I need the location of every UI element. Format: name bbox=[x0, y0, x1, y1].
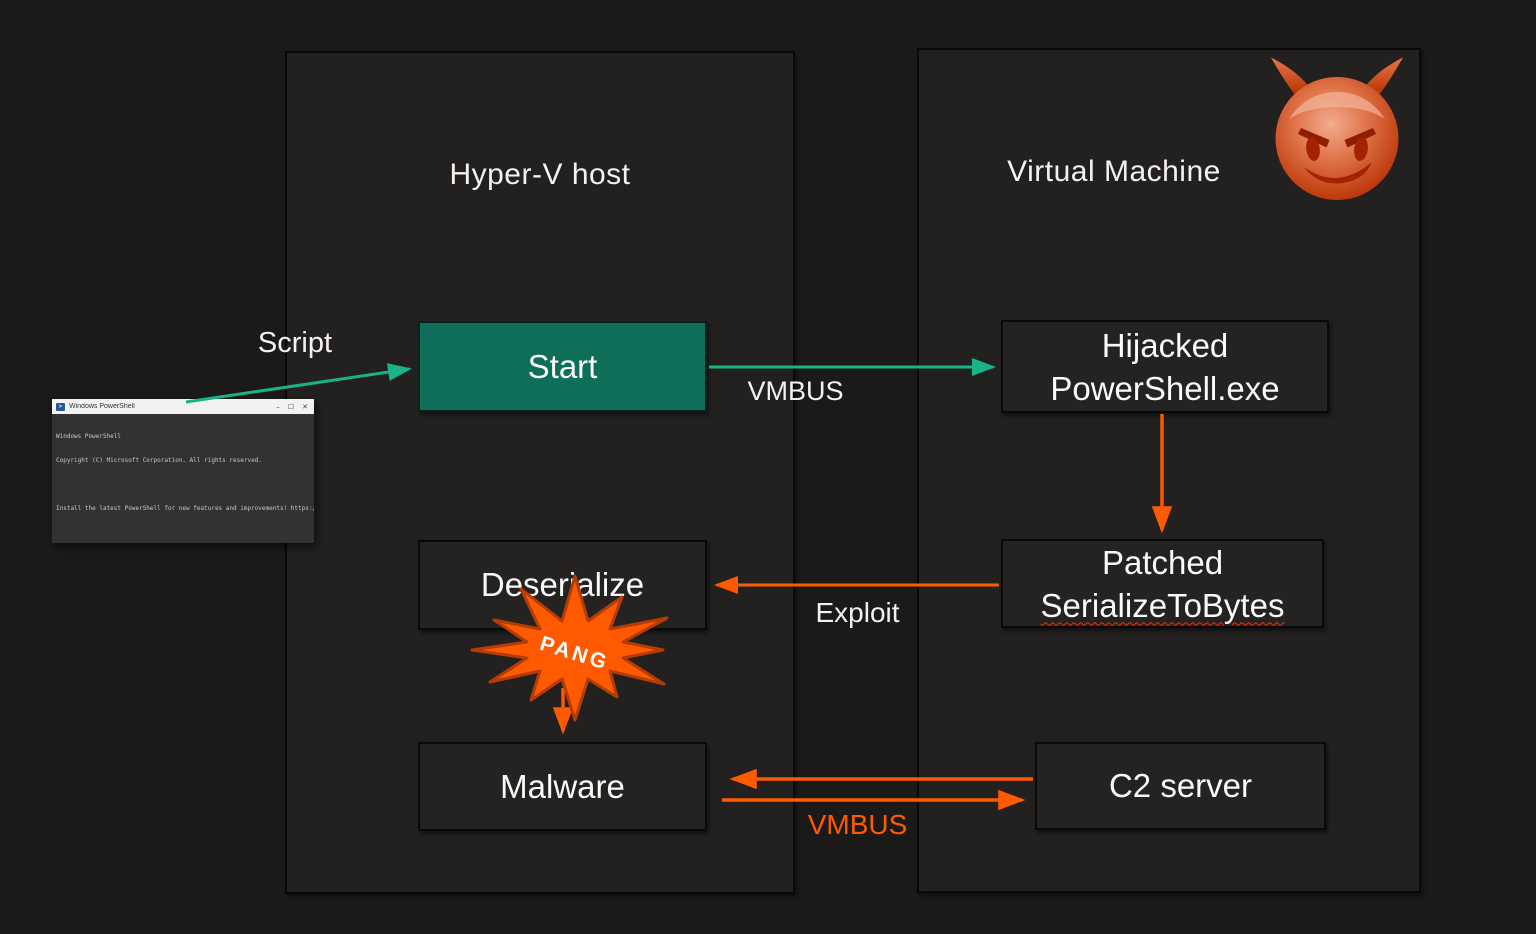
malware-label: Malware bbox=[500, 767, 625, 805]
malware-node: Malware bbox=[418, 742, 707, 831]
patched-line1: Patched bbox=[1101, 543, 1224, 581]
powershell-titlebar: > Windows PowerShell – ☐ ✕ bbox=[52, 399, 314, 414]
close-icon: ✕ bbox=[302, 402, 308, 411]
hijacked-powershell-line1: Hijacked bbox=[1101, 326, 1229, 364]
vmbus-top-label: VMBUS bbox=[747, 376, 844, 406]
hyperv-host-title: Hyper-V host bbox=[449, 158, 631, 191]
maximize-icon: ☐ bbox=[287, 402, 295, 411]
powershell-icon: > bbox=[56, 402, 65, 411]
console-line bbox=[56, 529, 310, 537]
console-line: Install the latest PowerShell for new fe… bbox=[56, 505, 314, 512]
c2-server-node: C2 server bbox=[1035, 742, 1326, 830]
hijacked-powershell-line2: PowerShell.exe bbox=[1050, 369, 1280, 407]
start-node: Start bbox=[418, 321, 707, 412]
vmbus-bottom-label: VMBUS bbox=[807, 809, 908, 840]
minimize-icon: – bbox=[276, 402, 280, 411]
hijacked-powershell-node: Hijacked PowerShell.exe bbox=[1001, 320, 1329, 413]
virtual-machine-title: Virtual Machine bbox=[1007, 155, 1221, 188]
console-line bbox=[56, 481, 310, 489]
console-line: Windows PowerShell bbox=[56, 433, 122, 440]
deserialize-label: Deserialize bbox=[480, 566, 645, 603]
deserialize-node: Deserialize bbox=[418, 540, 707, 630]
console-line: Copyright (C) Microsoft Corporation. All… bbox=[56, 457, 262, 464]
powershell-window: > Windows PowerShell – ☐ ✕ Windows Power… bbox=[52, 399, 314, 543]
patched-serializetobytes-node: Patched SerializeToBytes bbox=[1001, 539, 1324, 628]
exploit-label: Exploit bbox=[815, 597, 900, 628]
start-node-label: Start bbox=[527, 347, 598, 385]
c2-server-label: C2 server bbox=[1108, 767, 1253, 804]
script-label: Script bbox=[257, 327, 333, 359]
powershell-window-title: Windows PowerShell bbox=[69, 403, 135, 410]
powershell-console-body: Windows PowerShell Copyright (C) Microso… bbox=[52, 414, 314, 543]
patched-line2: SerializeToBytes bbox=[1040, 586, 1285, 624]
